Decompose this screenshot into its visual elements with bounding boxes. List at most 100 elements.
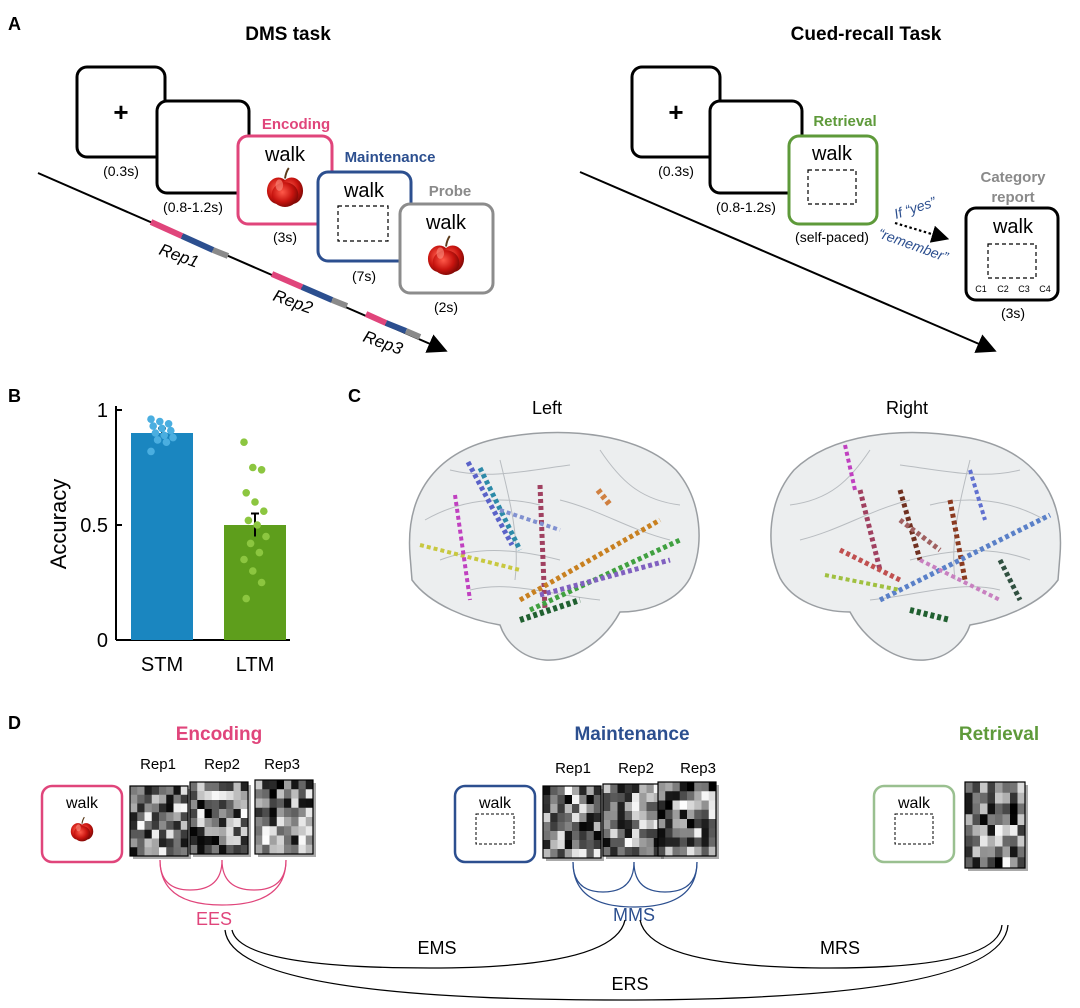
- d-maintenance-label: Maintenance: [574, 724, 689, 745]
- data-point: [240, 438, 248, 447]
- category-dashed-box: [987, 243, 1037, 279]
- dms-encoding-time: (3s): [273, 229, 297, 245]
- d-retrieval-screen: [872, 784, 956, 864]
- dms-maintenance-label: Maintenance: [345, 149, 436, 166]
- ees-arcs: [159, 859, 287, 906]
- d-enc-rep3-label: Rep3: [264, 756, 300, 773]
- data-point: [253, 521, 261, 529]
- data-point: [260, 507, 268, 515]
- ers-arc: [224, 924, 1009, 1001]
- data-point: [240, 555, 248, 564]
- category-label-2: report: [991, 189, 1034, 206]
- data-point: [169, 433, 177, 442]
- data-point: [242, 489, 250, 497]
- data-point: [156, 417, 164, 426]
- d-mnt-rep3-label: Rep3: [680, 760, 716, 777]
- pattern-matrix-mnt-rep3: [657, 781, 719, 859]
- mms-arcs: [572, 861, 698, 908]
- data-point: [246, 539, 255, 548]
- data-point: [147, 415, 155, 424]
- d-mnt-rep2-label: Rep2: [618, 760, 654, 777]
- dms-probe-time: (2s): [434, 299, 458, 315]
- ems-label: EMS: [417, 938, 456, 958]
- pattern-matrix-mnt-rep2: [602, 783, 664, 859]
- data-point: [149, 422, 157, 430]
- remember-label: “remember”: [876, 225, 951, 266]
- pattern-matrix-mnt-rep1: [542, 785, 604, 861]
- d-enc-rep2-label: Rep2: [204, 756, 240, 773]
- ers-label: ERS: [611, 974, 648, 994]
- pattern-matrix-enc-rep1: [129, 785, 191, 859]
- d-retrieval-word: walk: [897, 795, 931, 812]
- if-yes-arrow: [894, 221, 950, 243]
- cued-retrieval-word: walk: [811, 143, 853, 165]
- data-point: [162, 438, 171, 447]
- data-point: [249, 567, 257, 575]
- rep1-segment: [149, 219, 230, 259]
- d-maintenance-dashed-box: [475, 813, 515, 845]
- data-point: [257, 578, 266, 587]
- category-option-c2: C2: [997, 284, 1009, 294]
- pattern-matrix-enc-rep3: [254, 779, 316, 857]
- dms-maintenance-time: (7s): [352, 268, 376, 284]
- panel-d-letter: D: [8, 713, 21, 733]
- mms-label: MMS: [613, 905, 655, 925]
- data-point: [242, 594, 250, 603]
- dms-fix-time: (0.3s): [103, 163, 139, 179]
- cued-retrieval-screen: [787, 134, 879, 226]
- d-enc-rep1-label: Rep1: [140, 756, 176, 773]
- data-point: [153, 436, 162, 444]
- right-brain-label: Right: [886, 398, 928, 418]
- d-maintenance-word: walk: [478, 795, 512, 812]
- y-tick-label: 0: [97, 630, 108, 652]
- category-option-c4: C4: [1039, 284, 1051, 294]
- rep3-label: Rep3: [361, 327, 406, 359]
- x-tick-label: STM: [141, 654, 183, 676]
- mrs-arc: [639, 919, 1003, 969]
- d-encoding-label: Encoding: [176, 724, 263, 745]
- data-point: [255, 548, 264, 557]
- dms-encoding-word: walk: [264, 144, 306, 166]
- d-retrieval-dashed-box: [894, 813, 934, 845]
- activity-patterns: [129, 779, 1028, 871]
- cued-retrieval-time: (self-paced): [795, 229, 869, 245]
- cued-task-title: Cued-recall Task: [791, 24, 942, 45]
- data-point: [244, 516, 253, 525]
- y-tick-label: 0.5: [80, 515, 108, 537]
- data-point: [151, 429, 160, 437]
- d-maintenance-screen: [453, 784, 537, 864]
- d-retrieval-label: Retrieval: [959, 724, 1039, 745]
- dms-blank-time: (0.8-1.2s): [163, 199, 223, 215]
- cued-blank-time: (0.8-1.2s): [716, 199, 776, 215]
- data-point: [249, 463, 257, 472]
- category-time: (3s): [1001, 305, 1025, 321]
- category-option-c1: C1: [975, 284, 987, 294]
- mrs-label: MRS: [820, 938, 860, 958]
- data-point: [251, 498, 259, 506]
- d-mnt-rep1-label: Rep1: [555, 760, 591, 777]
- right-electrodes: [824, 444, 1052, 623]
- ems-arc: [231, 919, 626, 969]
- cued-retrieval-dashed-box: [807, 169, 857, 205]
- right-brain-image: [770, 431, 1062, 661]
- data-point: [262, 532, 270, 541]
- x-tick-label: LTM: [236, 654, 275, 676]
- pattern-matrix-enc-rep2: [189, 781, 251, 857]
- cued-retrieval-label: Retrieval: [813, 113, 876, 130]
- dms-fixation-cross: +: [113, 97, 128, 127]
- left-electrodes: [419, 460, 682, 623]
- if-yes-label: If “yes”: [892, 193, 939, 222]
- y-axis-label: Accuracy: [46, 479, 71, 569]
- panel-a-letter: A: [8, 14, 21, 34]
- left-brain-label: Left: [532, 398, 562, 418]
- dms-probe-label: Probe: [429, 183, 472, 200]
- d-encoding-word: walk: [65, 795, 99, 812]
- category-report-screen: [964, 206, 1060, 302]
- data-point: [164, 420, 173, 428]
- category-word: walk: [992, 216, 1034, 238]
- data-point: [147, 447, 155, 456]
- data-point: [167, 426, 175, 435]
- panel-b-letter: B: [8, 386, 21, 406]
